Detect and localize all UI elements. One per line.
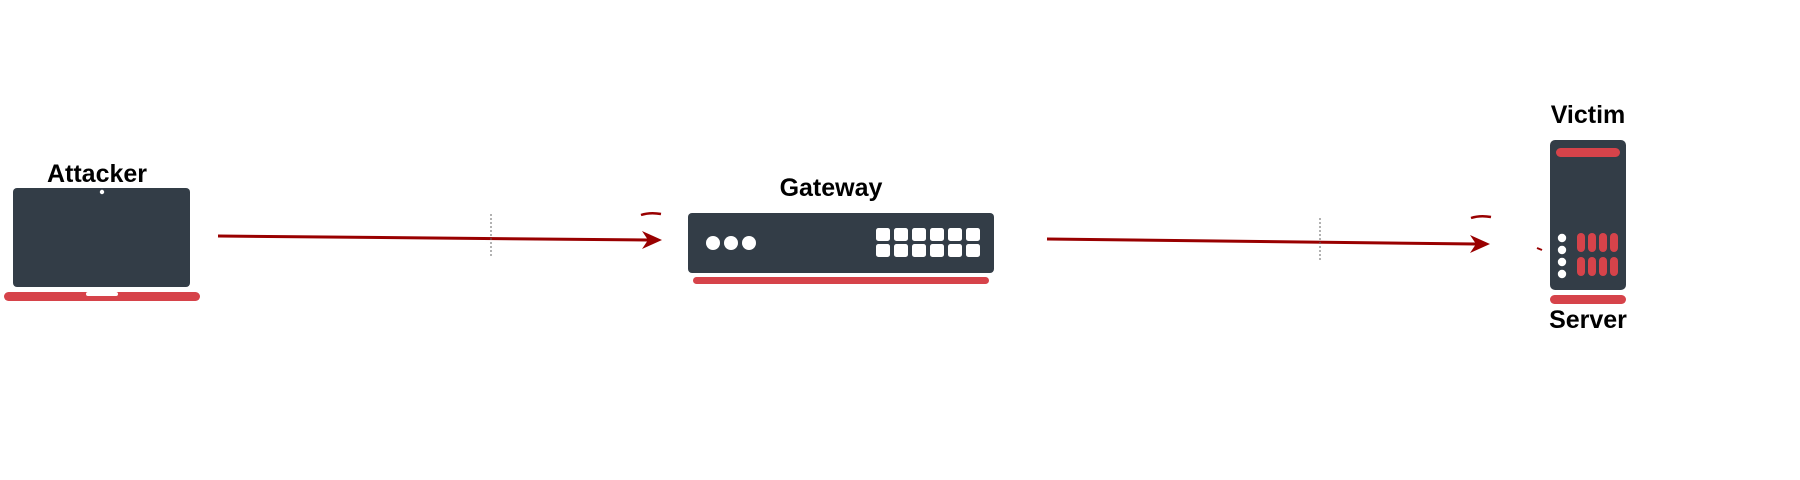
switch-led xyxy=(724,236,738,250)
server-led xyxy=(1557,245,1567,255)
server-slot xyxy=(1588,233,1596,252)
victim-label: Victim xyxy=(1550,101,1626,129)
laptop-icon xyxy=(4,188,200,301)
switch-port xyxy=(948,244,962,257)
switch-port xyxy=(894,244,908,257)
edge-attacker-gateway xyxy=(217,211,662,256)
server-slot xyxy=(1577,233,1585,252)
edge-gateway-victim xyxy=(1046,214,1543,260)
laptop-screen xyxy=(13,188,190,287)
server-led xyxy=(1557,233,1567,243)
server-body xyxy=(1550,140,1626,290)
arrow-head xyxy=(642,231,662,249)
switch-port xyxy=(912,244,926,257)
switch-ports xyxy=(876,228,980,257)
switch-port xyxy=(912,228,926,241)
switch-port xyxy=(948,228,962,241)
switch-base xyxy=(693,277,989,284)
switch-port xyxy=(930,228,944,241)
server-slot xyxy=(1599,233,1607,252)
arrow-mark xyxy=(640,211,662,217)
server-slot xyxy=(1610,257,1618,276)
laptop-base xyxy=(4,292,200,301)
switch-port xyxy=(876,228,890,241)
server-slots xyxy=(1577,233,1618,276)
switch-port xyxy=(930,244,944,257)
server-slot xyxy=(1610,233,1618,252)
server-label: Server xyxy=(1549,306,1627,334)
switch-port xyxy=(966,228,980,241)
gateway-label: Gateway xyxy=(779,174,883,202)
server-icon xyxy=(1550,140,1626,304)
switch-port xyxy=(876,244,890,257)
arrow-mark xyxy=(1536,247,1543,251)
attacker-label: Attacker xyxy=(46,160,148,188)
arrow-head xyxy=(1470,235,1490,253)
laptop-notch xyxy=(86,292,118,296)
switch-port xyxy=(966,244,980,257)
switch-port xyxy=(894,228,908,241)
arrow-mark xyxy=(1470,214,1492,220)
server-slot xyxy=(1599,257,1607,276)
laptop-camera xyxy=(99,189,105,195)
server-led xyxy=(1557,269,1567,279)
network-switch-icon xyxy=(688,213,994,284)
arrow-line xyxy=(217,234,649,242)
server-base xyxy=(1550,295,1626,304)
arrow-line xyxy=(1046,237,1477,246)
server-slot xyxy=(1588,257,1596,276)
server-leds xyxy=(1557,233,1567,279)
switch-led xyxy=(706,236,720,250)
server-led xyxy=(1557,257,1567,267)
switch-led xyxy=(742,236,756,250)
server-slot xyxy=(1577,257,1585,276)
server-top-bar xyxy=(1556,148,1620,157)
